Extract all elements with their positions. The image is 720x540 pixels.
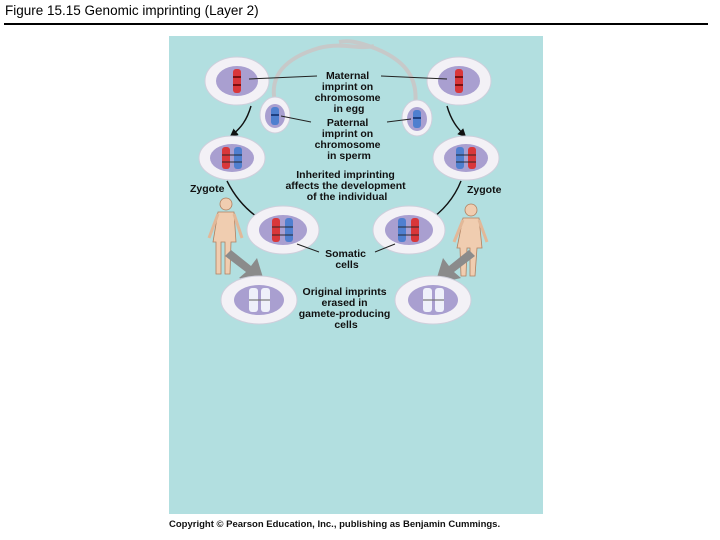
imprinting-diagram: Maternal imprint on chromosome in egg Pa…	[190, 39, 502, 331]
paternal-label-line: Paternal	[327, 117, 369, 129]
erased-label: Original imprints erased in gamete-produ…	[299, 286, 394, 331]
sperm-head-right	[401, 99, 433, 137]
sperm-tail-left	[271, 43, 375, 103]
arrow-to-zygote-right	[446, 105, 467, 138]
zygote-cell-left	[198, 135, 266, 181]
paternal-label: Paternal imprint on chromosome in sperm	[315, 117, 384, 162]
gray-arrow-right	[435, 250, 475, 284]
paternal-label-line: chromosome	[315, 139, 381, 151]
maternal-label-line: chromosome	[315, 92, 381, 104]
paternal-pointer-left	[280, 115, 312, 123]
sperm-tail-right	[338, 39, 418, 107]
arrow-to-zygote-left	[229, 105, 252, 138]
erased-label-line: cells	[334, 319, 358, 331]
paternal-pointer-right	[386, 118, 412, 123]
slide-title: Figure 15.15 Genomic imprinting (Layer 2…	[5, 3, 259, 18]
somatic-pointer-left	[296, 243, 320, 253]
maternal-label-line: Maternal	[326, 70, 369, 82]
sperm-head-left	[259, 96, 291, 134]
somatic-cell-right	[372, 205, 446, 255]
zygote-cell-right	[432, 135, 500, 181]
inherited-label: Inherited imprinting affects the develop…	[285, 169, 408, 203]
copyright-notice: Copyright © Pearson Education, Inc., pub…	[169, 519, 501, 530]
somatic-cell-left	[246, 205, 320, 255]
inherited-label-line: affects the development	[285, 180, 406, 192]
maternal-pointer-left	[248, 75, 318, 80]
maternal-label: Maternal imprint on chromosome in egg	[315, 70, 384, 115]
egg-cell-left	[204, 56, 270, 106]
somatic-pointer-right	[374, 243, 396, 253]
maternal-pointer-right	[380, 75, 448, 80]
erased-label-line: gamete-producing	[299, 308, 391, 320]
paternal-label-line: imprint on	[322, 128, 373, 140]
somatic-label-line: cells	[335, 259, 359, 271]
maternal-label-line: imprint on	[322, 81, 373, 93]
title-rule	[4, 23, 708, 25]
maternal-label-line: in egg	[334, 103, 365, 115]
figure-panel: Maternal imprint on chromosome in egg Pa…	[169, 36, 543, 514]
gamete-cell-left	[220, 275, 298, 325]
inherited-label-line: Inherited imprinting	[296, 169, 395, 181]
zygote-label-right: Zygote	[467, 184, 502, 196]
paternal-label-line: in sperm	[327, 150, 371, 162]
erased-label-line: Original imprints	[303, 286, 387, 298]
zygote-label-left: Zygote	[190, 183, 225, 195]
gray-arrow-left	[225, 250, 265, 284]
somatic-label: Somatic cells	[325, 248, 369, 271]
gamete-cell-right	[394, 275, 472, 325]
erased-label-line: erased in	[321, 297, 367, 309]
somatic-label-line: Somatic	[325, 248, 366, 260]
egg-cell-right	[426, 56, 492, 106]
inherited-label-line: of the individual	[307, 191, 388, 203]
